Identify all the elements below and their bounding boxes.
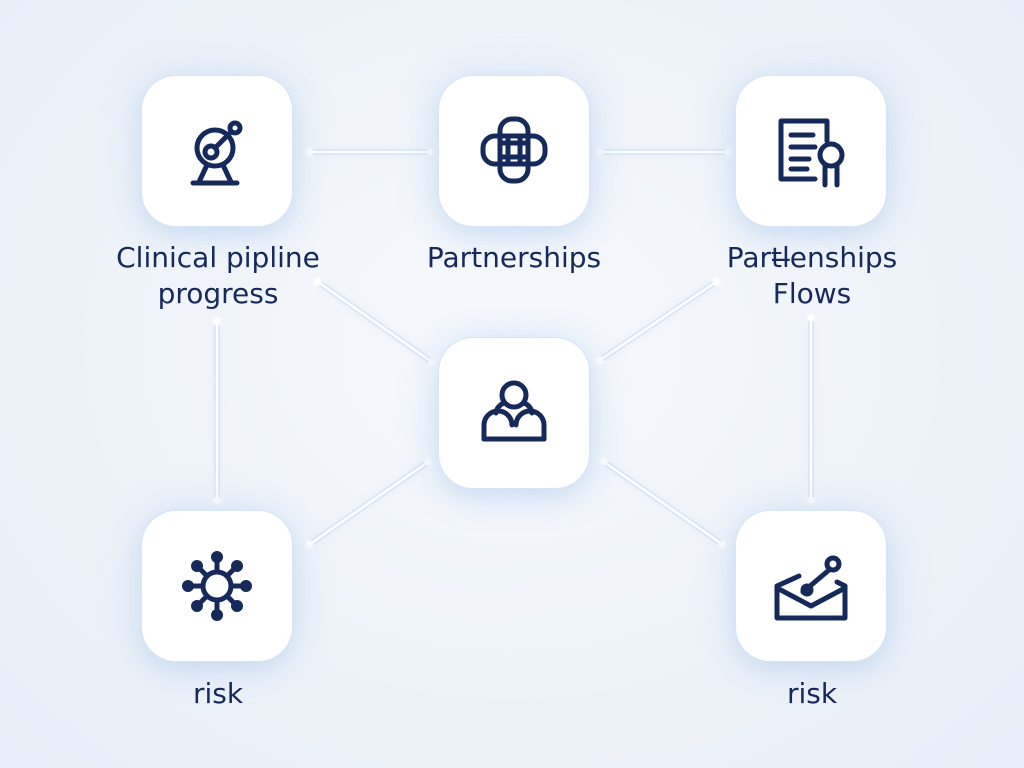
- connector-endpoint-top-center-top-right-0: [596, 148, 604, 156]
- connector-endpoint-top-left-bottom-left-0: [213, 318, 221, 326]
- connector-endpoint-center-bottom-right-0: [600, 458, 608, 466]
- node-label-bottom-right: risk: [786, 677, 838, 710]
- connector-endpoint-top-left-top-center-0: [306, 148, 314, 156]
- node-label-top-center: Partnerships: [426, 241, 602, 274]
- connector-endpoint-top-right-center-1: [596, 356, 604, 364]
- network-virus-icon: [182, 551, 252, 621]
- connector-endpoint-top-right-bottom-right-0: [807, 314, 815, 322]
- node-label-bottom-left: risk: [192, 677, 244, 710]
- node-label-top-right: Partl̶enships Flows: [726, 241, 898, 310]
- connector-center-bottom-right: [602, 460, 724, 546]
- connector-endpoint-top-left-center-0: [314, 278, 322, 286]
- connector-endpoint-top-left-bottom-left-1: [213, 496, 221, 504]
- certificate-document-icon: [778, 118, 845, 188]
- node-label-top-left: Clinical pipline progress: [116, 241, 320, 310]
- connector-top-right-center: [598, 280, 718, 362]
- connector-top-left-center: [316, 280, 434, 364]
- target-stand-icon: [190, 120, 243, 186]
- connector-endpoint-top-right-center-0: [712, 278, 720, 286]
- people-group-icon: [481, 380, 547, 442]
- connector-endpoint-top-right-bottom-right-1: [807, 496, 815, 504]
- linked-bands-icon: [480, 116, 548, 184]
- connector-endpoint-top-left-center-1: [428, 358, 436, 366]
- node-card-bottom-left[interactable]: [142, 511, 292, 661]
- node-card-bottom-right[interactable]: [736, 511, 886, 661]
- connector-endpoint-top-left-top-center-1: [426, 148, 434, 156]
- node-card-top-center[interactable]: [439, 76, 589, 226]
- connector-endpoint-center-bottom-left-0: [424, 458, 432, 466]
- node-card-center[interactable]: [439, 338, 589, 488]
- node-card-top-right[interactable]: [736, 76, 886, 226]
- node-card-top-left[interactable]: [142, 76, 292, 226]
- connector-endpoint-top-center-top-right-1: [724, 148, 732, 156]
- connector-endpoint-center-bottom-left-1: [306, 540, 314, 548]
- connector-center-bottom-left: [308, 460, 430, 546]
- connector-endpoint-center-bottom-right-1: [718, 540, 726, 548]
- envelope-chart-icon: [774, 555, 848, 621]
